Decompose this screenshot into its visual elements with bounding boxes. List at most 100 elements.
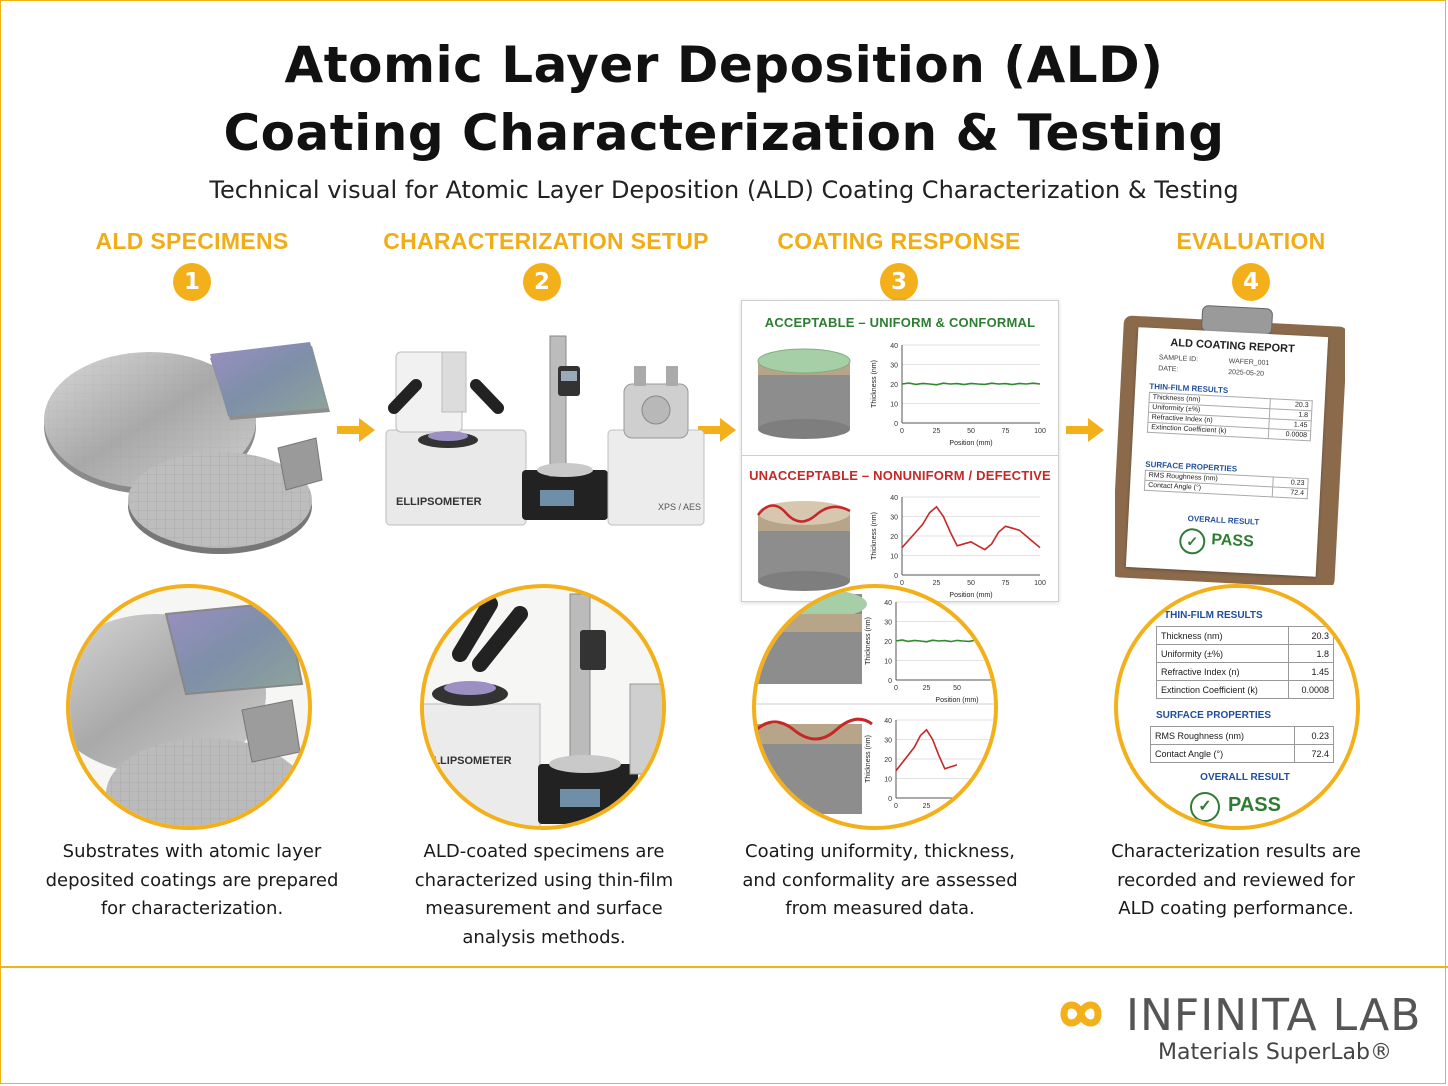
step2-heading: CHARACTERIZATION SETUP xyxy=(383,228,709,254)
coating-response-panel: ACCEPTABLE – UNIFORM & CONFORMAL UNACCEP… xyxy=(741,300,1059,602)
specimens-illustration xyxy=(44,342,330,554)
series-line xyxy=(895,728,958,772)
arrow-3-to-4 xyxy=(1066,418,1104,442)
report-sheet: ALD COATING REPORT SAMPLE ID: WAFER_001 … xyxy=(1125,327,1329,577)
y-tick-label: 30 xyxy=(890,515,898,522)
x-axis-label: Position (mm) xyxy=(949,440,992,447)
y-tick-label: 20 xyxy=(890,534,898,541)
y-tick-label: 20 xyxy=(884,639,892,646)
report-row-value: 0.0008 xyxy=(1268,428,1311,441)
x-tick-label: 25 xyxy=(933,428,941,435)
closeup-row-value: 0.23 xyxy=(1294,726,1334,745)
desc-line: Characterization results are xyxy=(1111,841,1361,862)
desc-line: measurement and surface xyxy=(425,898,663,919)
desc-line: from measured data. xyxy=(785,898,975,919)
closeup-row-label: Uniformity (±%) xyxy=(1156,644,1289,663)
y-axis-label: Thickness (nm) xyxy=(871,512,878,560)
page-title-line1: Atomic Layer Deposition (ALD) xyxy=(284,36,1164,94)
report-overall-result: PASS xyxy=(1210,531,1255,551)
x-tick-label: 25 xyxy=(923,685,931,692)
report-sample-id: WAFER_001 xyxy=(1228,357,1270,368)
characterization-equipment-illustration: ELLIPSOMETER XPS / AES xyxy=(385,335,705,526)
x-tick-label: 25 xyxy=(933,580,941,587)
page-title-line2: Coating Characterization & Testing xyxy=(223,104,1225,162)
desc-line: and conformality are assessed xyxy=(742,869,1018,891)
y-tick-label: 40 xyxy=(884,600,892,607)
desc-line: ALD coating performance. xyxy=(1118,898,1354,919)
series-line xyxy=(901,505,1041,551)
x-tick-label: 50 xyxy=(967,428,975,435)
equipment-closeup-circle: ELLIPSOMETER xyxy=(420,584,666,830)
desc-line: analysis methods. xyxy=(462,926,626,948)
series-line xyxy=(901,382,1041,386)
logo-wordmark: INFINITA LAB xyxy=(1126,990,1422,1041)
desc-line: recorded and reviewed for xyxy=(1117,869,1355,891)
y-tick-label: 0 xyxy=(888,678,892,685)
desc-line: characterized using thin-film xyxy=(414,869,674,891)
report-date-label: DATE: xyxy=(1158,365,1179,374)
x-tick-label: 100 xyxy=(1034,580,1046,587)
desc-line: Substrates with atomic layer xyxy=(62,841,322,862)
ellipsometer-source-arm xyxy=(388,379,422,414)
closeup-row-value: 1.8 xyxy=(1287,644,1335,663)
report-row-value: 72.4 xyxy=(1272,486,1308,499)
step3-heading: COATING RESPONSE xyxy=(777,228,1021,254)
report-sample-id-label: SAMPLE ID: xyxy=(1158,354,1199,364)
x-tick-label: 0 xyxy=(894,685,898,692)
closeup-row-value: 20.3 xyxy=(1287,626,1335,645)
y-tick-label: 0 xyxy=(894,573,898,580)
closeup-overall-label: OVERALL RESULT xyxy=(1200,772,1290,783)
closeup-row-label: Contact Angle (°) xyxy=(1149,744,1296,763)
step1-heading: ALD SPECIMENS xyxy=(95,228,289,254)
x-tick-label: 50 xyxy=(953,685,961,692)
nonuniform-coated-cylinder xyxy=(757,501,851,591)
closeup-overall-result: PASS xyxy=(1228,794,1281,816)
step3-description: Coating uniformity, thickness, and confo… xyxy=(720,838,1040,924)
report-closeup-circle: THIN-FILM RESULTS Thickness (nm)20.3 Uni… xyxy=(1114,584,1360,830)
unacceptable-label: UNACCEPTABLE – NONUNIFORM / DEFECTIVE xyxy=(749,468,1051,483)
x-tick-label: 0 xyxy=(894,803,898,810)
y-tick-label: 10 xyxy=(890,554,898,561)
y-tick-label: 40 xyxy=(890,495,898,502)
closeup-pass-check-icon: ✓ xyxy=(1190,792,1220,822)
coated-square-substrate xyxy=(210,342,328,416)
desc-line: ALD-coated specimens are xyxy=(423,841,665,862)
step1-description: Substrates with atomic layer deposited c… xyxy=(32,838,352,924)
step4-heading: EVALUATION xyxy=(1176,228,1326,254)
y-tick-label: 40 xyxy=(890,343,898,350)
ellipsometer-closeup-label: ELLIPSOMETER xyxy=(426,755,512,767)
y-tick-label: 10 xyxy=(884,659,892,666)
closeup-row-label: RMS Roughness (nm) xyxy=(1149,726,1296,745)
x-tick-label: 0 xyxy=(900,428,904,435)
desc-line: for characterization. xyxy=(100,898,284,919)
closeup-row-value: 72.4 xyxy=(1294,744,1334,763)
closeup-row-value: 0.0008 xyxy=(1287,680,1335,699)
step1-number-badge: 1 xyxy=(173,263,211,301)
x-tick-label: 0 xyxy=(900,580,904,587)
step3-number-badge: 3 xyxy=(880,263,918,301)
step4-description: Characterization results are recorded an… xyxy=(1076,838,1396,924)
y-tick-label: 40 xyxy=(884,718,892,725)
specimens-closeup-circle xyxy=(66,584,312,830)
report-surface-table: RMS Roughness (nm)0.23 Contact Angle (°)… xyxy=(1144,470,1309,500)
x-tick-label: 75 xyxy=(1002,580,1010,587)
x-axis-label: Position (mm) xyxy=(949,592,992,599)
y-tick-label: 30 xyxy=(890,363,898,370)
y-tick-label: 10 xyxy=(890,402,898,409)
y-axis-label: Thickness (nm) xyxy=(865,735,872,783)
closeup-surface-table: RMS Roughness (nm)0.23 Contact Angle (°)… xyxy=(1149,726,1334,763)
arrow-2-to-3 xyxy=(698,418,736,442)
closeup-row-label: Refractive Index (n) xyxy=(1156,662,1289,681)
y-tick-label: 10 xyxy=(884,777,892,784)
x-tick-label: 50 xyxy=(953,803,961,810)
closeup-row-label: Extinction Coefficient (k) xyxy=(1156,680,1289,699)
desc-line: Coating uniformity, thickness, xyxy=(745,841,1015,862)
arrow-1-to-2 xyxy=(337,418,375,442)
step2-number-badge: 2 xyxy=(523,263,561,301)
closeup-row-label: Thickness (nm) xyxy=(1156,626,1289,645)
xps-label: XPS / AES xyxy=(658,502,701,512)
